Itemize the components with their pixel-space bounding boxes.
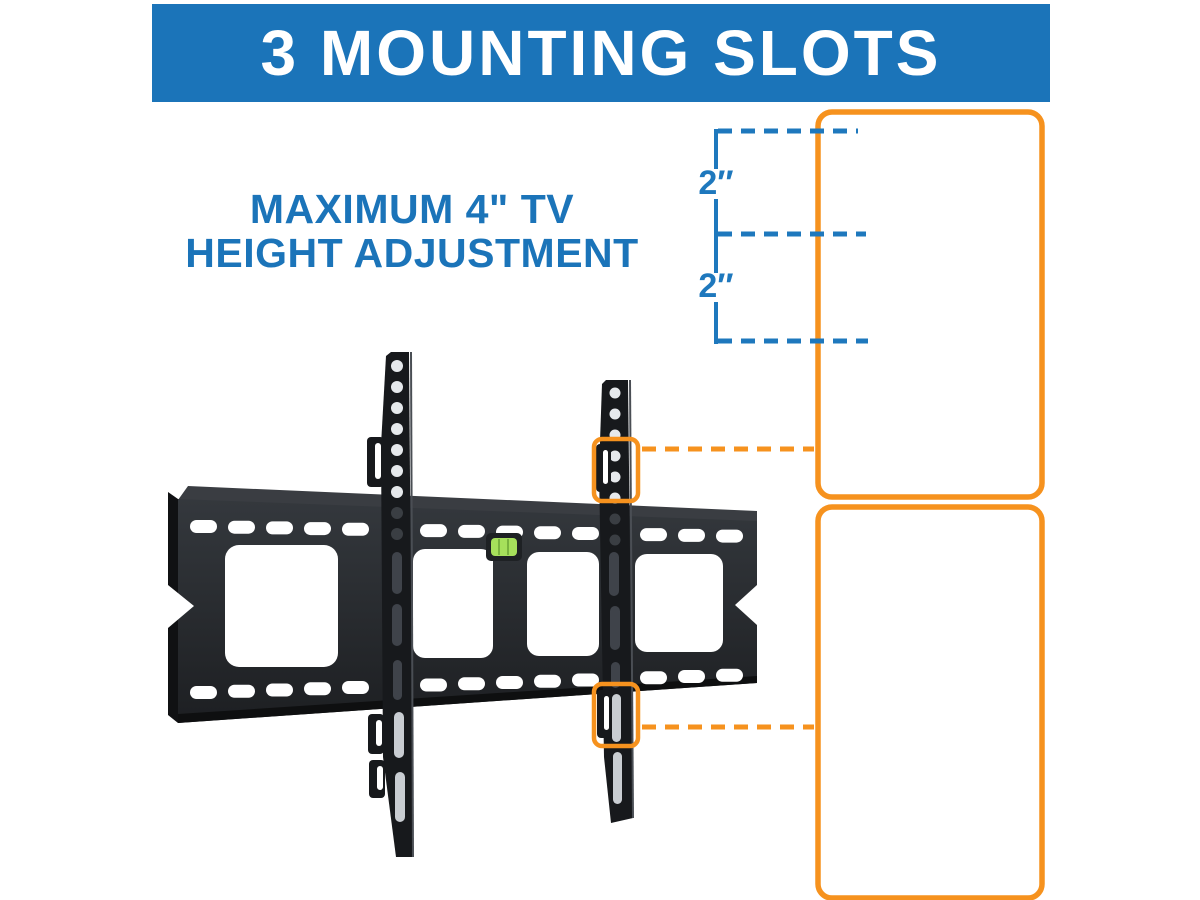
- rail-slot: [611, 662, 620, 688]
- bracket-hole: [391, 486, 403, 498]
- plate-cutout-2: [413, 549, 493, 658]
- plate-right-notch: [735, 585, 757, 625]
- plate-mounting-slot: [678, 670, 705, 684]
- bracket-hole: [391, 381, 403, 393]
- plate-slot-rows: [190, 520, 743, 699]
- plate-mounting-slot: [640, 671, 667, 685]
- plate-mounting-slot: [534, 526, 561, 540]
- plate-mounting-slot: [228, 520, 255, 534]
- measurement-label-upper: 2″: [698, 164, 733, 202]
- plate-mounting-slot: [420, 678, 447, 692]
- rail-slot: [609, 552, 619, 596]
- banner-title-text: 3 MOUNTING SLOTS: [261, 17, 942, 89]
- plate-left-notch: [168, 585, 194, 628]
- plate-mounting-slot: [458, 524, 485, 538]
- bracket-hole: [391, 444, 403, 456]
- plate-mounting-slot: [572, 526, 599, 540]
- rail-slot: [394, 712, 404, 758]
- measurement-label-lower: 2″: [698, 267, 733, 305]
- rail-slot: [610, 606, 620, 650]
- measurement-line-segment: [714, 129, 718, 169]
- title-banner: [152, 4, 1050, 102]
- plate-mounting-slot: [304, 682, 331, 696]
- hook-notch: [603, 450, 608, 484]
- bracket-hole: [609, 408, 621, 420]
- plate-mounting-slot: [458, 677, 485, 691]
- plate-mounting-slot: [304, 522, 331, 536]
- tv-bracket-right: [596, 379, 634, 823]
- bubble-level-vial: [491, 538, 517, 556]
- plate-mounting-slot: [266, 521, 293, 535]
- bubble-level: [486, 533, 522, 561]
- plate-mounting-slot: [678, 528, 705, 542]
- plate-mounting-slot: [190, 520, 217, 533]
- bracket-hole: [391, 423, 403, 435]
- rail-edge-highlight: [410, 351, 414, 858]
- plate-mounting-slot: [534, 674, 561, 688]
- hook-notch: [604, 696, 609, 730]
- rail-slot: [392, 604, 402, 646]
- bracket-hole: [609, 450, 621, 462]
- callout-box-lower: [815, 504, 1045, 900]
- bracket-hole: [391, 507, 403, 519]
- plate-mounting-slot: [420, 524, 447, 538]
- plate-mounting-slot: [496, 675, 523, 689]
- zoom-highlight-upper: [591, 436, 641, 504]
- plate-mounting-slot: [266, 683, 293, 697]
- bracket-hole: [391, 360, 403, 372]
- plate-mounting-slot: [342, 522, 369, 536]
- rail-holes-left: [391, 360, 403, 540]
- callout-box-upper: [815, 109, 1045, 500]
- plate-mounting-slot: [716, 668, 743, 682]
- rail-slot: [612, 694, 621, 742]
- measurement-bracket: 2″ 2″: [698, 128, 868, 344]
- hook-notch: [377, 766, 383, 790]
- measurement-line-segment: [714, 302, 718, 344]
- bracket-hole: [391, 465, 403, 477]
- feature-heading-line2: HEIGHT ADJUSTMENT: [185, 230, 638, 276]
- plate-cutout-1: [225, 545, 338, 667]
- rail-slot: [395, 772, 405, 822]
- plate-mounting-slot: [342, 681, 369, 695]
- bracket-hole: [609, 471, 621, 483]
- zoom-highlight-lower: [591, 681, 641, 749]
- bracket-hole: [391, 528, 403, 540]
- plate-cutout-4: [635, 554, 723, 652]
- feature-heading-line1: MAXIMUM 4" TV: [250, 186, 574, 232]
- plate-mounting-slot: [572, 673, 599, 687]
- measurement-line-segment: [714, 199, 718, 273]
- bracket-hole: [609, 513, 621, 525]
- rail-slot: [393, 660, 402, 700]
- plate-mounting-slot: [190, 686, 217, 699]
- plate-mounting-slot: [640, 528, 667, 542]
- plate-mounting-slot: [228, 684, 255, 698]
- plate-mounting-slot: [716, 529, 743, 543]
- bracket-hole: [609, 387, 621, 399]
- hook-notch: [376, 720, 382, 746]
- rail-slot: [613, 752, 622, 804]
- hook-notch: [375, 443, 381, 479]
- wall-mount-product: [168, 351, 757, 858]
- bracket-hole: [391, 402, 403, 414]
- rail-slot: [392, 552, 402, 594]
- plate-cutout-3: [527, 552, 599, 656]
- bracket-hole: [609, 534, 621, 546]
- tv-bracket-left: [367, 351, 414, 858]
